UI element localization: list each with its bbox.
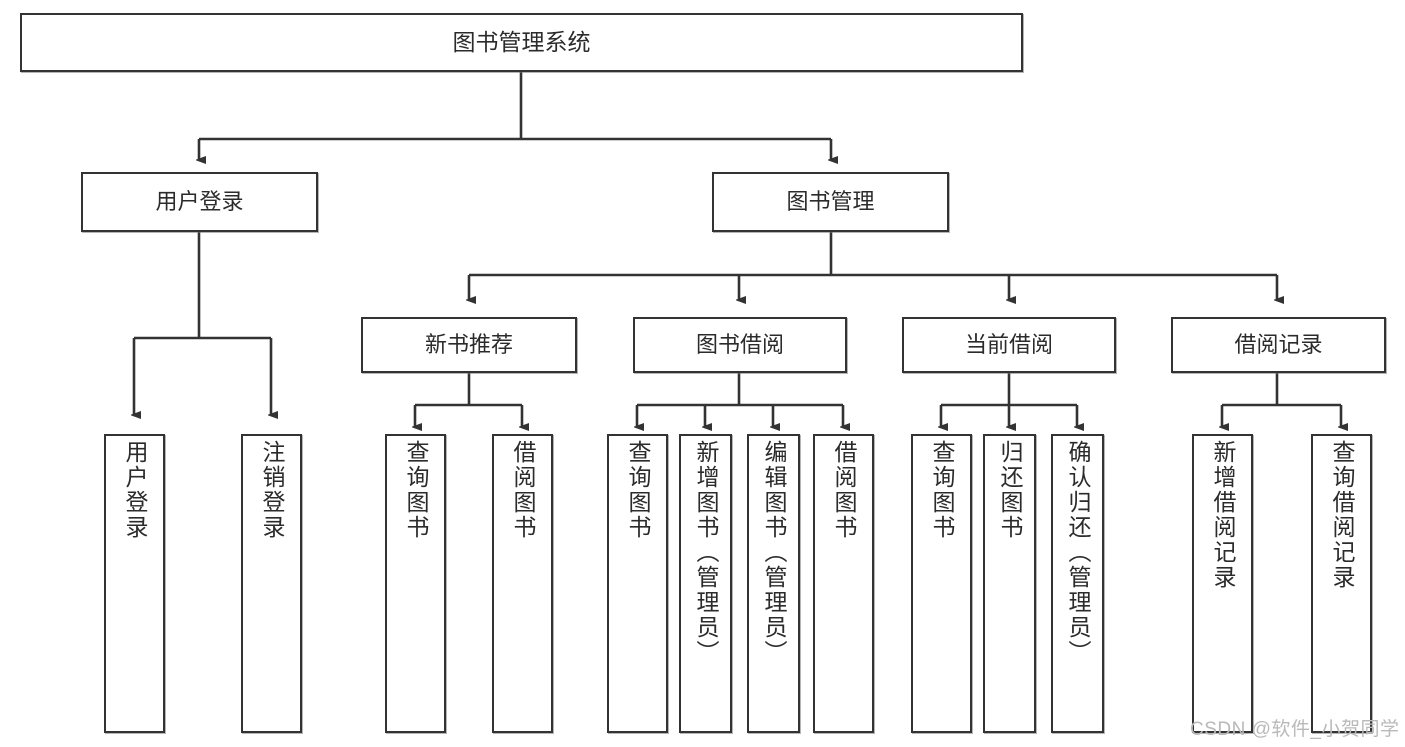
node-label: 编辑图书（管理员） xyxy=(761,440,787,665)
node-label: 当前借阅 xyxy=(964,332,1053,358)
node-label: 确认归还（管理员） xyxy=(1065,440,1091,665)
leaf-current-query-book[interactable]: 查询图书 xyxy=(911,434,972,733)
node-label: 查询图书 xyxy=(929,440,955,540)
leaf-newbook-query-book[interactable]: 查询图书 xyxy=(385,434,446,733)
watermark: CSDN @软件_小贺同学 xyxy=(1190,719,1400,740)
leaf-current-confirm-return-admin[interactable]: 确认归还（管理员） xyxy=(1051,434,1104,733)
node-book-management[interactable]: 图书管理 xyxy=(712,172,949,232)
leaf-record-add-borrow-record[interactable]: 新增借阅记录 xyxy=(1192,434,1253,733)
node-label: 查询图书 xyxy=(403,440,429,540)
node-label: 新增图书（管理员） xyxy=(693,440,719,665)
node-book-borrow[interactable]: 图书借阅 xyxy=(633,317,847,373)
leaf-newbook-borrow-book[interactable]: 借阅图书 xyxy=(492,434,553,733)
node-label: 借阅记录 xyxy=(1234,332,1323,358)
node-label: 图书借阅 xyxy=(695,332,784,358)
node-label: 查询图书 xyxy=(625,440,651,540)
node-label: 新书推荐 xyxy=(424,332,513,358)
leaf-logout[interactable]: 注销登录 xyxy=(241,434,302,733)
node-label: 注销登录 xyxy=(259,440,285,540)
leaf-record-query-borrow-record[interactable]: 查询借阅记录 xyxy=(1311,434,1372,733)
node-label: 借阅图书 xyxy=(831,440,857,540)
node-label: 借阅图书 xyxy=(510,440,536,540)
node-borrow-record[interactable]: 借阅记录 xyxy=(1171,317,1386,373)
node-label: 归还图书 xyxy=(997,440,1023,540)
node-user-login[interactable]: 用户登录 xyxy=(81,172,318,232)
leaf-borrow-add-book-admin[interactable]: 新增图书（管理员） xyxy=(679,434,732,733)
node-label: 图书管理 xyxy=(786,189,875,215)
node-label: 用户登录 xyxy=(122,440,148,540)
leaf-borrow-edit-book-admin[interactable]: 编辑图书（管理员） xyxy=(747,434,800,733)
node-root-book-management-system[interactable]: 图书管理系统 xyxy=(20,13,1023,72)
leaf-current-return-book[interactable]: 归还图书 xyxy=(983,434,1036,733)
node-label: 查询借阅记录 xyxy=(1329,440,1355,590)
leaf-borrow-borrow-book[interactable]: 借阅图书 xyxy=(813,434,874,733)
leaf-borrow-query-book[interactable]: 查询图书 xyxy=(607,434,668,733)
node-label: 新增借阅记录 xyxy=(1210,440,1236,590)
node-label: 图书管理系统 xyxy=(452,29,591,56)
leaf-user-login[interactable]: 用户登录 xyxy=(104,434,165,733)
node-new-book-recommend[interactable]: 新书推荐 xyxy=(361,317,577,373)
node-current-borrow[interactable]: 当前借阅 xyxy=(902,317,1116,373)
node-label: 用户登录 xyxy=(155,189,244,215)
